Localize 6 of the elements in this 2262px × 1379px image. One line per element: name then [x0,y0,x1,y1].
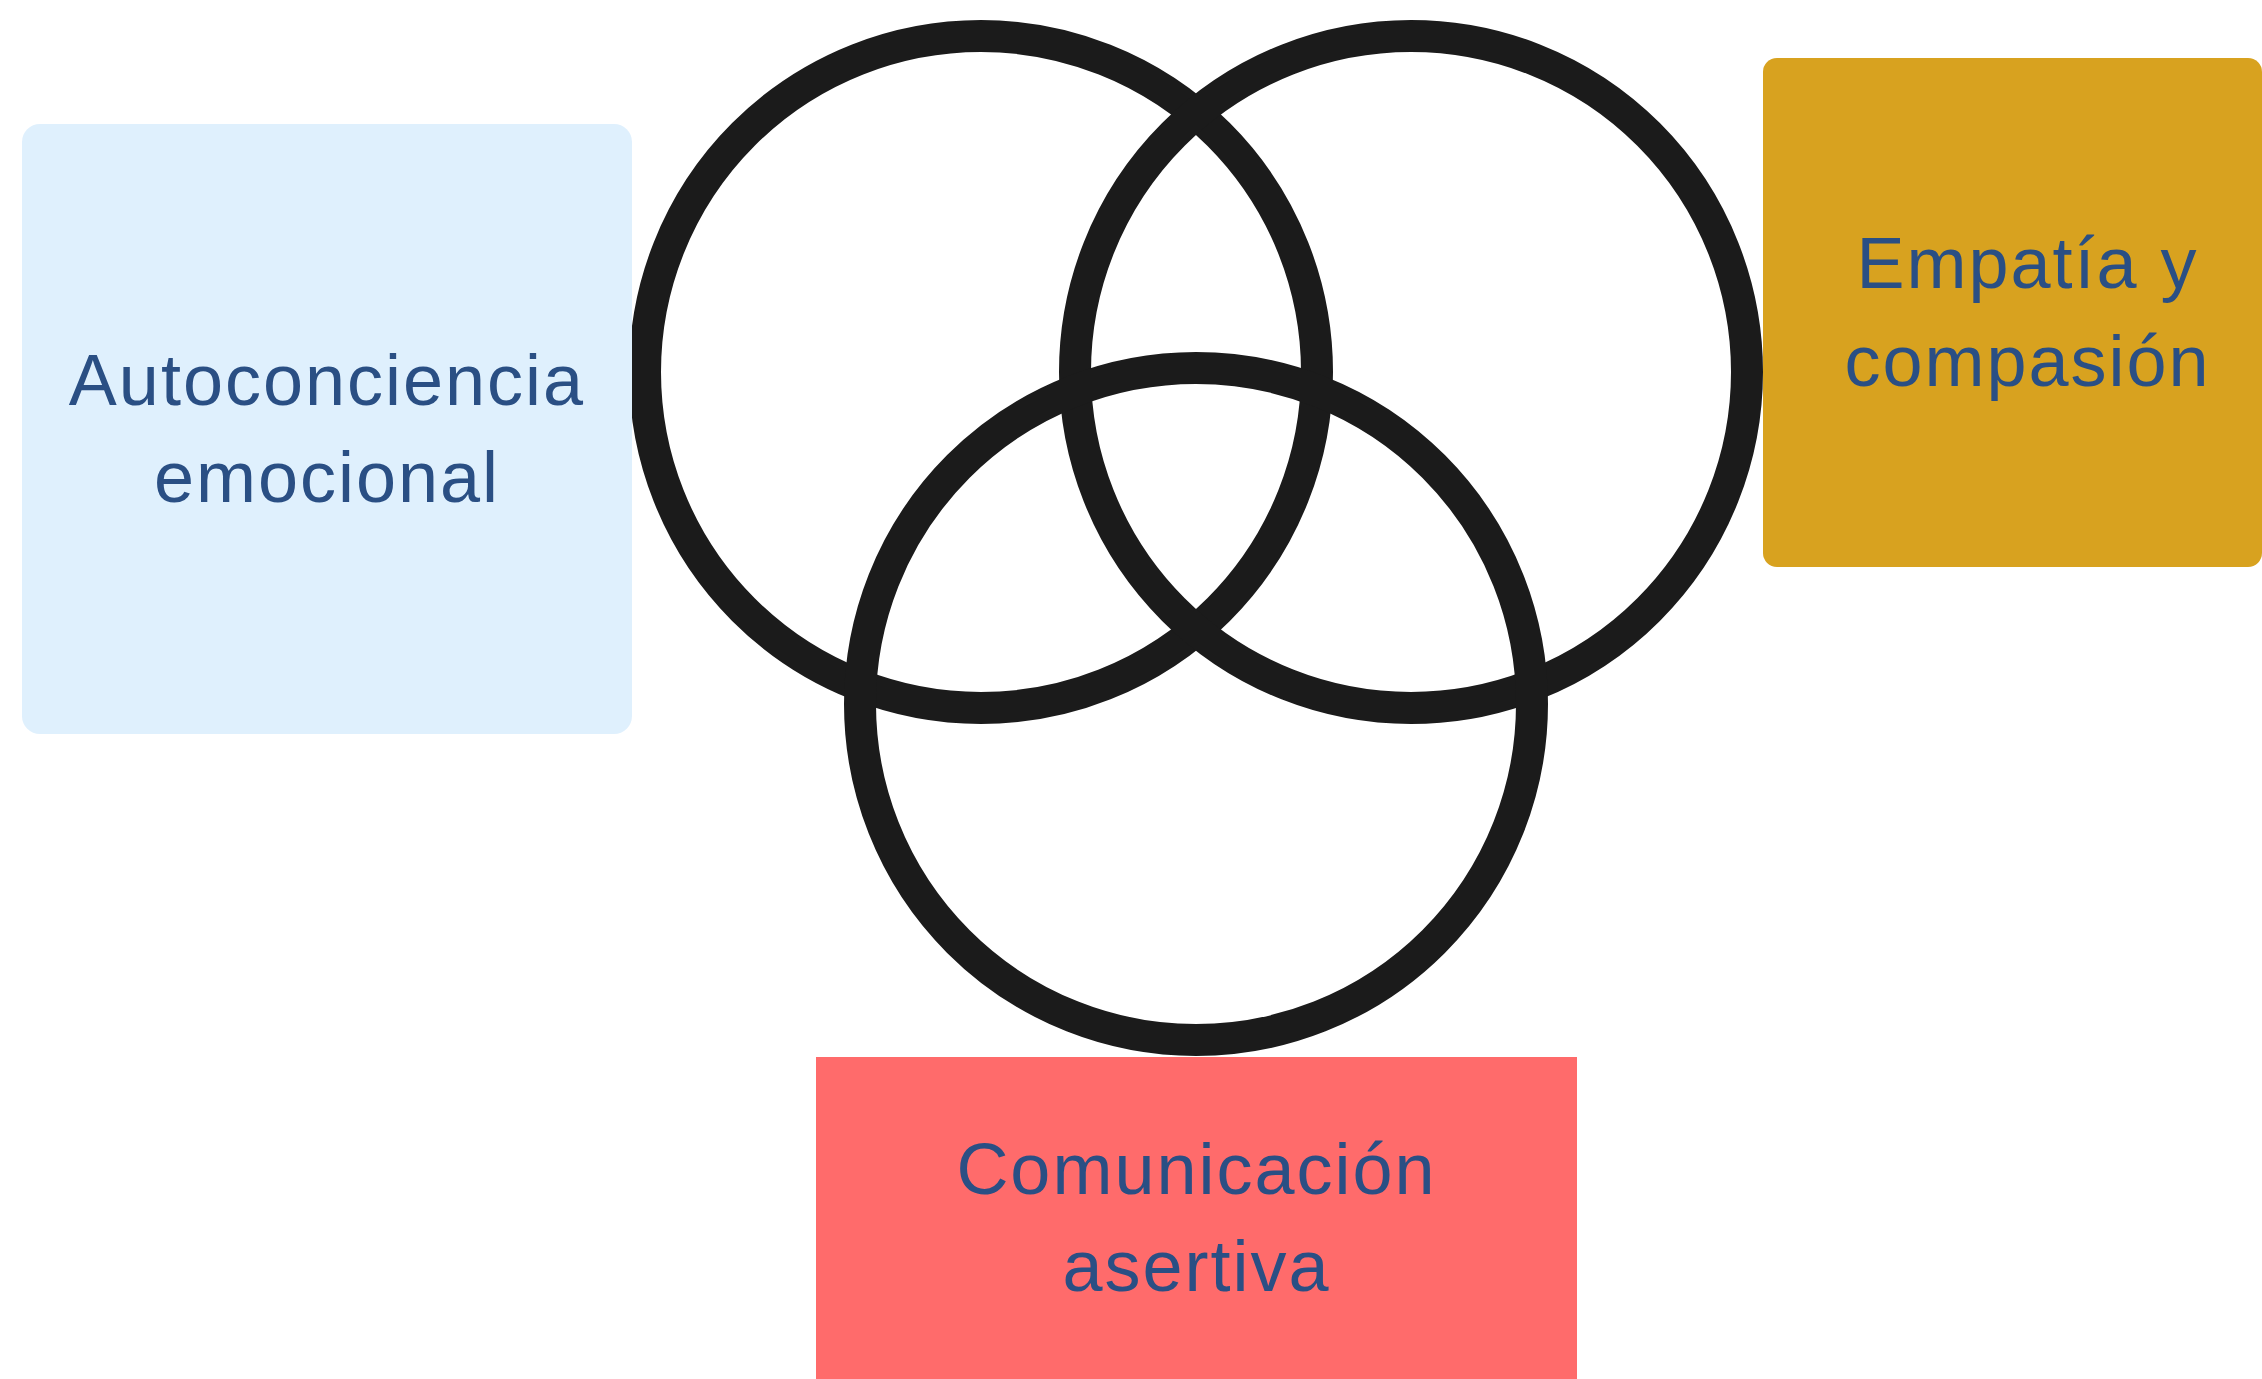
concept-box [1763,58,2262,567]
concept-label: Autoconciencia emocional [67,338,587,519]
concept-label: Comunicación asertiva [955,1127,1438,1308]
concept-box [22,124,632,734]
concept-label: Empatía y compasión [1843,222,2212,403]
concept-box [816,1057,1577,1379]
